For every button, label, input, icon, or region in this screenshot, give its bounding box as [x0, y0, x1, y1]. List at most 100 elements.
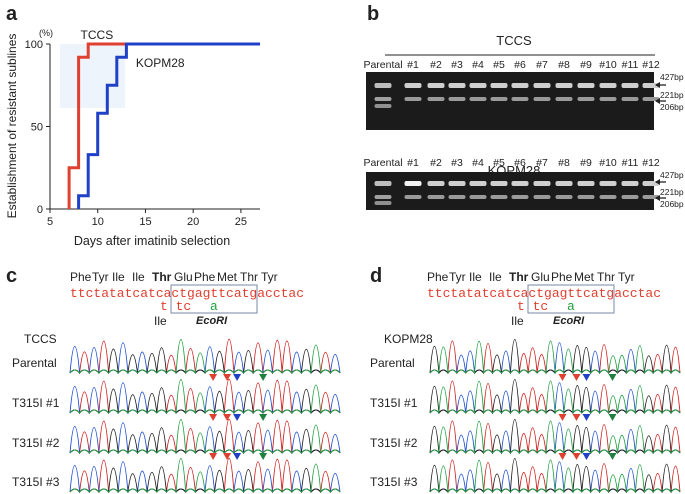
gel-band	[404, 195, 422, 199]
amino-acid: Phe	[427, 270, 449, 284]
gel-band	[533, 181, 551, 186]
gel-band	[374, 201, 392, 205]
chromatogram-trace	[69, 339, 341, 375]
mutation-marker-icon	[558, 374, 567, 381]
mutation-marker-icon	[572, 374, 581, 381]
x-tick-label: 15	[139, 216, 151, 228]
gel-band	[511, 97, 529, 101]
gel-band	[469, 97, 487, 101]
gel-band	[621, 195, 639, 199]
gel-band	[490, 181, 508, 186]
y-tick-label: 0	[37, 204, 43, 216]
lane-label: #6	[514, 157, 526, 169]
gel-band	[448, 195, 466, 199]
mutation-marker-icon	[233, 414, 242, 421]
mutation-marker-icon	[582, 414, 591, 421]
mutation-marker-icon	[582, 374, 591, 381]
x-tick-label: 5	[47, 216, 53, 228]
panel-label-a: a	[6, 3, 18, 25]
dna-sequence: ttctatatcatcactgagttcatgacctac	[70, 286, 304, 301]
lane-label: #12	[642, 59, 660, 71]
gel-band	[490, 195, 508, 199]
gel-band	[533, 195, 551, 199]
mutation-marker-icon	[608, 453, 617, 460]
mutation-marker-icon	[582, 453, 591, 460]
bp-label-427-b: 427bp	[660, 170, 684, 180]
amino-acid: Glu	[174, 270, 193, 284]
bp-label-206: 206bp	[660, 102, 684, 112]
lane-label: #9	[580, 59, 592, 71]
chromatogram-trace	[429, 380, 681, 415]
mutation-marker-icon	[223, 453, 232, 460]
gel-band	[621, 181, 639, 186]
y-axis-label: Establishment of resistant sublines	[5, 34, 19, 219]
gel-band	[374, 83, 392, 88]
panel-label-d: d	[370, 265, 382, 287]
lane-label: #5	[493, 59, 505, 71]
mutation-marker-icon	[233, 374, 242, 381]
x-tick-label: 20	[187, 216, 199, 228]
chromatogram-trace	[429, 459, 681, 494]
chromatogram-trace	[69, 458, 341, 494]
ecori-box	[527, 284, 615, 314]
amino-acid: Thr	[240, 270, 258, 284]
y-tick-label: 100	[25, 39, 43, 51]
lane-label: #2	[430, 157, 442, 169]
gel-band	[469, 195, 487, 199]
gel-band	[427, 97, 445, 101]
ecori-label: EcoRI	[196, 315, 228, 327]
gel-band	[469, 83, 487, 88]
lane-label: #7	[536, 157, 548, 169]
gel-band	[621, 83, 639, 88]
gel-band	[490, 83, 508, 88]
mutation-marker-icon	[223, 414, 232, 421]
y-tick-label: 50	[31, 122, 43, 134]
chrom-row-label: T315I #1	[12, 396, 60, 410]
lane-label: #10	[599, 59, 617, 71]
bp-label-221-b: 221bp	[660, 187, 684, 197]
amino-acid: Tyr	[449, 270, 466, 284]
gel-band	[448, 97, 466, 101]
amino-acid: Phe	[194, 270, 216, 284]
mutation-marker-icon	[608, 414, 617, 421]
lane-label: #4	[472, 59, 484, 71]
mutation-marker-icon	[558, 414, 567, 421]
gel-band	[642, 83, 660, 88]
amino-acid: Thr	[152, 270, 172, 284]
bp-markers-tccs: 427bp 221bp 206bp	[655, 72, 684, 112]
gel-band	[374, 195, 392, 199]
gel-band	[448, 181, 466, 186]
gel-band	[642, 97, 660, 101]
gel-band	[374, 181, 392, 186]
chromatogram-trace	[429, 420, 681, 455]
gel-band	[511, 83, 529, 88]
mutation-marker-icon	[223, 374, 232, 381]
gel-band	[555, 83, 573, 88]
amino-acid: Ile	[132, 270, 145, 284]
mutation-a: a	[210, 299, 218, 314]
chromatogram-trace	[69, 419, 341, 455]
gel-band	[599, 181, 617, 186]
gel-band	[577, 97, 595, 101]
lane-label: #11	[622, 59, 639, 71]
gel-band	[577, 83, 595, 88]
gel-band	[599, 195, 617, 199]
lane-label: #5	[493, 157, 505, 169]
lane-label: #11	[622, 157, 639, 169]
x-tick-label: 25	[235, 216, 247, 228]
lane-label: #3	[451, 59, 463, 71]
amino-acid: Met	[574, 270, 595, 284]
gel-band	[642, 181, 660, 186]
lane-labels-kopm28: Parental#1#2#3#4#5#6#7#8#9#10#11#12	[363, 157, 659, 169]
ile-label: Ile	[511, 314, 524, 328]
amino-acid: Ile	[112, 270, 125, 284]
gel-band	[533, 97, 551, 101]
series-line-kopm28	[77, 42, 260, 209]
amino-acid: Glu	[531, 270, 550, 284]
x-axis-label: Days after imatinib selection	[74, 234, 230, 248]
bp-label-221: 221bp	[660, 90, 684, 100]
